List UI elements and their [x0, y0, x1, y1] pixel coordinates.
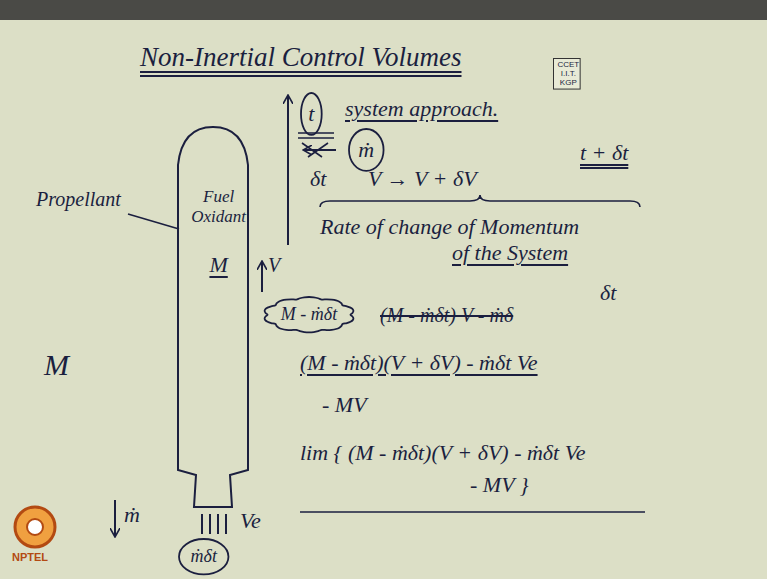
- exhaust-line: [217, 514, 219, 534]
- rocket-outline: [178, 127, 248, 507]
- time-label: t + δt: [580, 140, 628, 165]
- circled-mass: ṁδt: [178, 538, 229, 575]
- exhaust-line: [209, 514, 211, 534]
- logo: [15, 507, 55, 547]
- circle-outline: [349, 129, 384, 171]
- node-content: ṁ: [358, 137, 374, 162]
- equation: - MV }: [470, 472, 529, 497]
- equation: - MV: [322, 392, 367, 417]
- flow-arrow: [114, 500, 116, 536]
- slide-title: Non-Inertial Control Volumes: [140, 42, 462, 73]
- top-bar: [0, 0, 767, 20]
- node-text: CCET I.I.T. KGP: [556, 60, 581, 88]
- node-text: ṁδt: [191, 546, 217, 567]
- node-content: CCET I.I.T. KGP: [556, 60, 581, 88]
- circle-outline: [301, 93, 322, 135]
- circled-symbol: ṁ: [348, 128, 385, 172]
- logo: [27, 519, 43, 535]
- circle-outline: [179, 539, 228, 574]
- exhaust-line: [225, 514, 227, 534]
- symbol: δt: [600, 280, 616, 305]
- stamp-border: [554, 59, 581, 90]
- node-outline: [172, 125, 254, 510]
- node-content: t: [308, 101, 314, 126]
- underline: [298, 137, 334, 139]
- equation: (M - ṁδt)(V + δV) - ṁδt Ve: [300, 350, 538, 375]
- heading-note: system approach.: [345, 96, 498, 121]
- equation: lim { (M - ṁδt)(V + δV) - ṁδt Ve: [300, 440, 585, 465]
- node-content: Fuel OxidantM: [186, 187, 252, 277]
- part-label: Propellant: [36, 188, 121, 211]
- mass-label: M: [44, 348, 69, 383]
- node-text: M: [209, 252, 227, 277]
- equation: V → V + δV: [368, 166, 477, 191]
- logo-text: NPTEL: [12, 551, 48, 564]
- velocity-arrow: [261, 262, 263, 292]
- struck-equation: (M - ṁδt) V - ṁδ: [380, 304, 513, 327]
- symbol: δt: [310, 166, 326, 191]
- direction-arrow: [287, 96, 289, 245]
- cloud-outline: [265, 297, 354, 332]
- brace: [320, 195, 640, 207]
- control-volume-cloud: M - ṁδt: [262, 296, 356, 333]
- rocket-body: Fuel OxidantM: [172, 125, 254, 510]
- node-text: t: [308, 101, 314, 126]
- leader-line: [128, 214, 179, 229]
- flow-label: ṁ: [124, 502, 140, 527]
- exhaust-line: [201, 514, 203, 534]
- node-content: ṁδt: [191, 546, 217, 567]
- velocity-label: Ve: [240, 508, 261, 533]
- node-text: ṁ: [358, 137, 374, 162]
- underline: [300, 511, 645, 513]
- scribble: [302, 143, 328, 157]
- node-content: M - ṁδt: [281, 304, 337, 325]
- velocity-label: V: [268, 254, 280, 277]
- note: Rate of change of Momentum: [320, 214, 579, 239]
- stamp-box: CCET I.I.T. KGP: [553, 58, 581, 90]
- node-text: Fuel Oxidant: [186, 187, 252, 226]
- node-text: M - ṁδt: [281, 304, 337, 325]
- note: of the System: [452, 240, 568, 265]
- circled-symbol: t: [300, 92, 323, 136]
